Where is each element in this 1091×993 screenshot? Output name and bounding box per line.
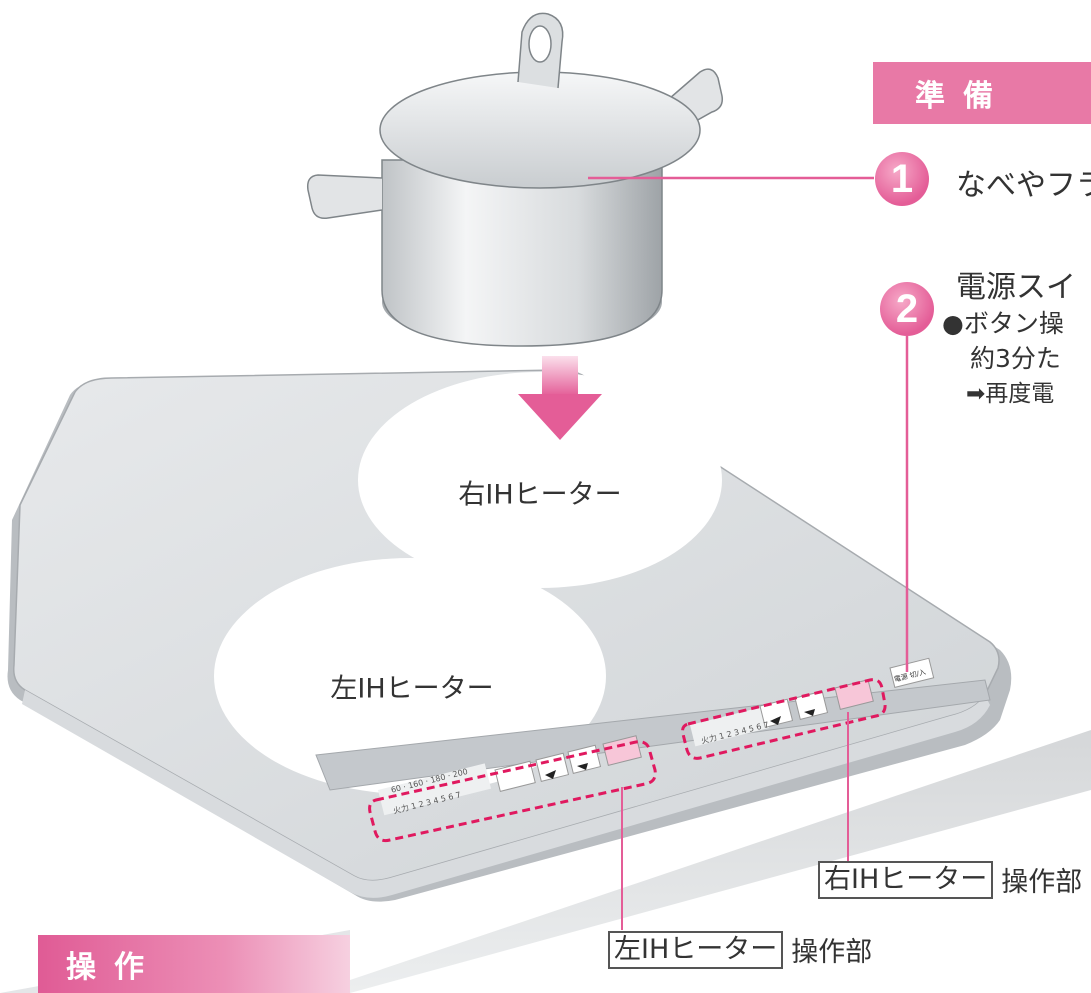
down-arrow xyxy=(518,394,602,440)
pot-body xyxy=(381,159,663,347)
right-controls-highlight xyxy=(681,678,887,760)
step-2-bullet-line3: ➡再度電 xyxy=(966,381,1055,407)
left-display xyxy=(494,760,536,792)
pot-left-handle xyxy=(306,174,383,220)
countertop xyxy=(350,730,1091,993)
right-burner-label: 右IHヒーター xyxy=(458,479,622,511)
lid-knob xyxy=(528,25,552,63)
step-1-badge: 1 xyxy=(875,152,929,206)
left-control-label: 左IHヒーター 操作部 xyxy=(608,930,872,969)
prep-header: 準備 xyxy=(873,62,1091,124)
step-2-bullet-line2: 約3分た xyxy=(970,344,1061,373)
step-2-badge: 2 xyxy=(880,282,934,336)
operation-header: 操作 xyxy=(38,935,350,993)
step-2-text: 電源スイ xyxy=(956,270,1076,305)
right-control-suffix: 操作部 xyxy=(1001,867,1083,898)
left-burner-label: 左IHヒーター xyxy=(330,673,494,705)
right-down-button xyxy=(759,698,794,728)
right-burner xyxy=(358,372,722,588)
main-power-switch xyxy=(889,657,935,689)
right-control-box: 右IHヒーター xyxy=(818,860,994,899)
step-2-bullet-line1: ●ボタン操 xyxy=(942,309,1064,338)
pot-lid xyxy=(379,71,701,189)
left-control-suffix: 操作部 xyxy=(791,937,873,968)
step-1-text: なべやフラ xyxy=(956,168,1091,203)
right-control-label: 右IHヒーター 操作部 xyxy=(818,860,1082,899)
left-controls-highlight xyxy=(368,740,657,843)
left-control-box: 左IHヒーター xyxy=(608,930,784,969)
